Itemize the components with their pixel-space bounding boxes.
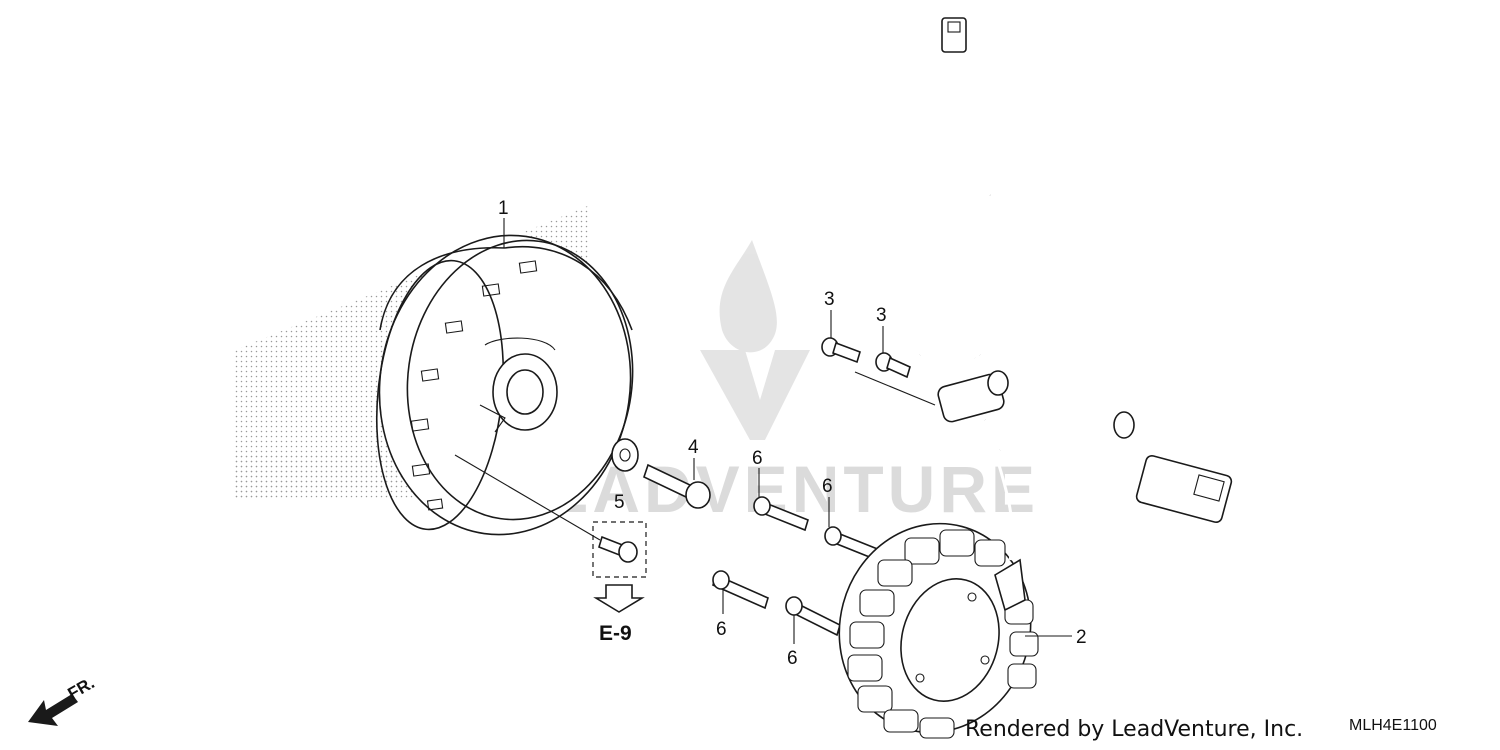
callout-3-b: 3	[876, 305, 887, 326]
flywheel	[375, 234, 634, 536]
flywheel-bolt	[643, 463, 711, 509]
callout-5: 5	[614, 492, 625, 513]
callout-6-b: 6	[822, 476, 833, 497]
wiring-harness	[911, 17, 1233, 561]
callout-6-d: 6	[787, 648, 798, 669]
callout-6-c: 6	[716, 619, 727, 640]
harness-bolts	[821, 337, 911, 379]
reference-arrow-icon	[593, 584, 645, 613]
washer	[611, 438, 639, 472]
callout-4: 4	[688, 437, 699, 458]
callout-1: 1	[498, 198, 509, 219]
reference-bolt	[598, 535, 638, 563]
callout-3-a: 3	[824, 289, 835, 310]
callout-6-a: 6	[752, 448, 763, 469]
callout-2: 2	[1076, 627, 1087, 648]
stator-bolts	[712, 496, 881, 637]
reference-label[interactable]: E-9	[599, 622, 632, 645]
front-direction-indicator: FR.	[28, 673, 98, 726]
diagram-code: MLH4E1100	[1349, 717, 1437, 734]
render-credit: Rendered by LeadVenture, Inc.	[965, 717, 1304, 742]
stator	[838, 522, 1039, 739]
